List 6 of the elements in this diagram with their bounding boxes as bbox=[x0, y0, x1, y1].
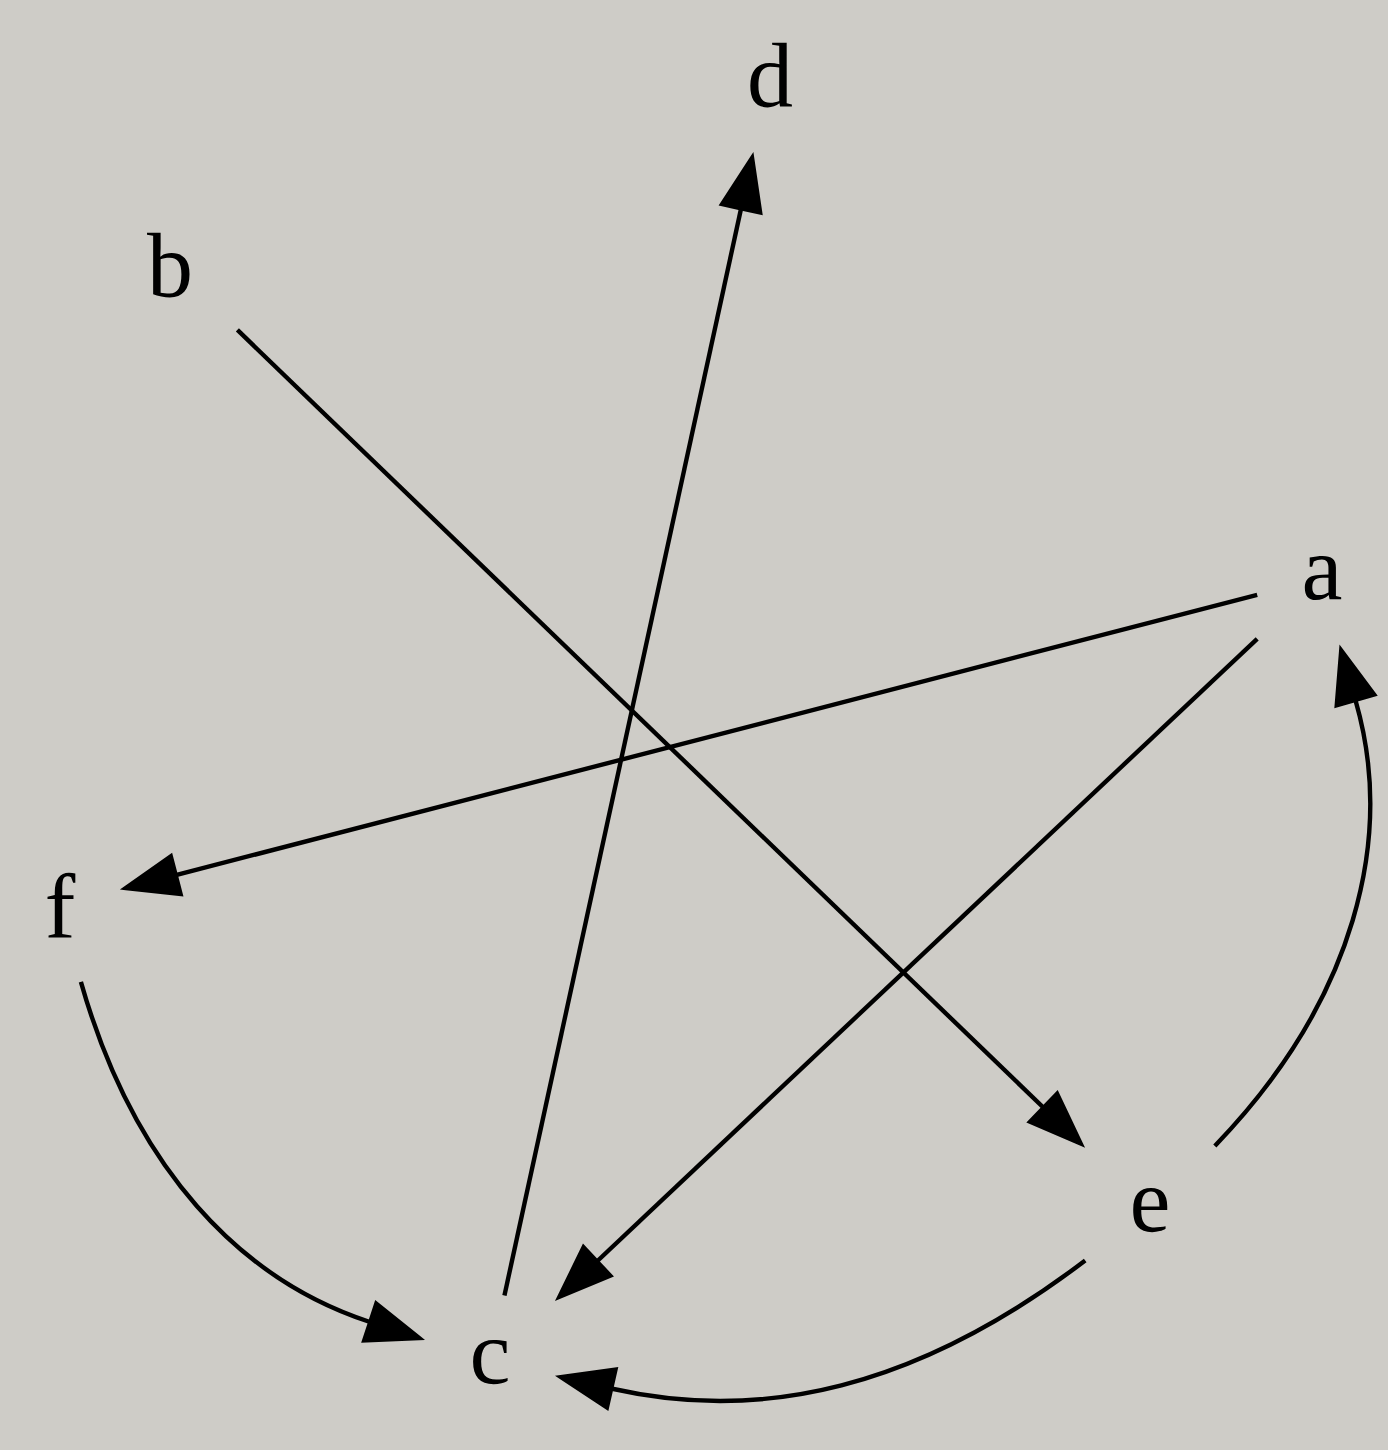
node-letter: f bbox=[47, 872, 76, 938]
node-letter: e bbox=[1133, 1187, 1168, 1233]
node-letter: d bbox=[750, 42, 792, 108]
node-letter: c bbox=[473, 1339, 508, 1385]
node-letter: a bbox=[1304, 556, 1342, 601]
node-letter: b bbox=[147, 232, 190, 298]
